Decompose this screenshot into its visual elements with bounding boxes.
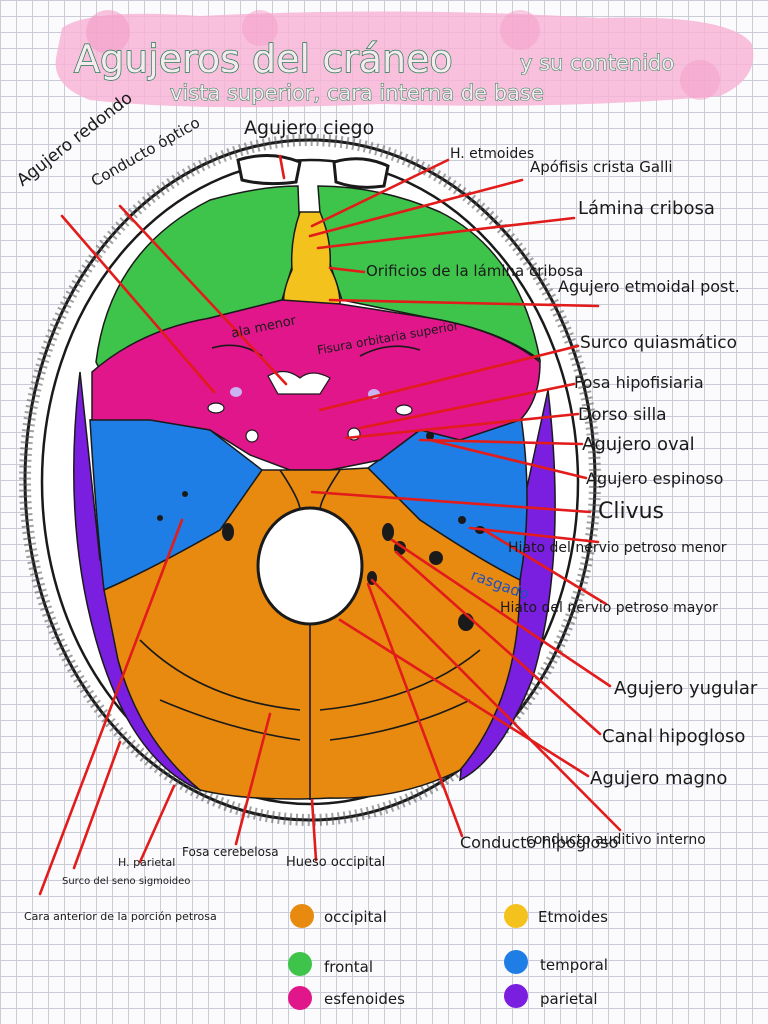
- legend-label-occipital: occipital: [324, 908, 387, 926]
- label-lamina: Lámina cribosa: [578, 198, 715, 219]
- foramina-dots: [157, 432, 485, 631]
- label-surco-quiasmatico: Surco quiasmático: [580, 333, 737, 353]
- legend-swatch-parietal: [504, 984, 528, 1008]
- label-hiato-menor: Hiato del nervio petroso menor: [508, 540, 727, 556]
- sketch-lines: [139, 344, 481, 800]
- label-h-parietal: H. parietal: [118, 856, 175, 869]
- label-surco-sigmoideo: Surco del seno sigmoideo: [62, 876, 190, 887]
- label-orificios: Orificios de la lámina cribosa: [366, 262, 583, 280]
- legend-swatch-occipital: [290, 904, 314, 928]
- title-banner: Agujeros del cráneo y su contenido vista…: [55, 10, 754, 108]
- legend-swatch-frontal: [288, 952, 312, 976]
- label-ag-etmoidal: Agujero etmoidal post.: [558, 277, 740, 296]
- foramen-magnum: [256, 506, 364, 626]
- legend-swatch-temporal: [504, 950, 528, 974]
- label-ag-yugular: Agujero yugular: [614, 678, 758, 699]
- label-ag-espinoso: Agujero espinoso: [586, 469, 723, 488]
- legend-label-esfenoides: esfenoides: [324, 990, 405, 1008]
- legend-label-etmoides: Etmoides: [538, 908, 608, 926]
- legend-swatch-esfenoides: [288, 986, 312, 1010]
- label-fosa-hipofisiaria: Fosa hipofisiaria: [574, 373, 704, 392]
- page-subtitle: vista superior, cara interna de base: [170, 81, 544, 105]
- label-ag-oval: Agujero oval: [582, 434, 695, 455]
- label-ag-magno: Agujero magno: [590, 768, 727, 789]
- legend-swatch-etmoides: [504, 904, 528, 928]
- label-hiato-mayor: Hiato del nervio petroso mayor: [500, 600, 718, 616]
- page-title: Agujeros del cráneo: [74, 37, 453, 81]
- label-fosa-cerebelosa: Fosa cerebelosa: [182, 845, 279, 859]
- legend: occipital Etmoides frontal temporal esfe…: [288, 904, 608, 1010]
- page-title-suffix: y su contenido: [520, 51, 674, 75]
- label-canal-hipogloso: Canal hipogloso: [602, 726, 745, 747]
- labels-right: Agujero ciego H. etmoides Apófisis crist…: [244, 117, 758, 852]
- label-cara-anterior: Cara anterior de la porción petrosa: [24, 910, 217, 923]
- label-hueso-occipital: Hueso occipital: [286, 855, 385, 870]
- label-agujero-ciego: Agujero ciego: [244, 117, 374, 139]
- legend-label-parietal: parietal: [540, 990, 598, 1008]
- label-clivus: Clivus: [598, 499, 664, 524]
- label-conducto-hipogloso: Conducto hipogloso: [460, 833, 618, 852]
- legend-label-temporal: temporal: [540, 956, 608, 974]
- label-apofisis: Apófisis crista Galli: [530, 158, 673, 176]
- pointer-lines: [38, 154, 622, 896]
- region-parietal: [73, 371, 556, 792]
- label-conducto-auditivo: conducto auditivo interno: [526, 832, 706, 848]
- legend-label-frontal: frontal: [324, 958, 373, 976]
- label-dorso-silla: Dorso silla: [578, 405, 667, 425]
- label-h-etmoides: H. etmoides: [450, 146, 534, 162]
